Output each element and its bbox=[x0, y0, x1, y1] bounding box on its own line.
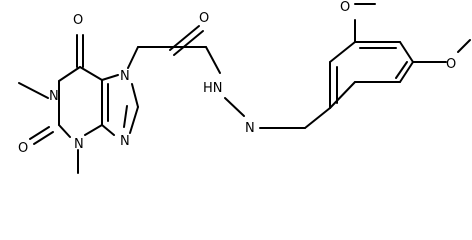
atom-o-methoxy-right: O bbox=[446, 57, 456, 72]
atom-o-ring-bottom: O bbox=[18, 141, 28, 156]
atom-n1: N bbox=[49, 89, 59, 104]
atom-n3: N bbox=[74, 137, 84, 152]
atom-n-imine: N bbox=[245, 121, 255, 136]
atom-n7: N bbox=[120, 69, 130, 84]
atom-nh: HN bbox=[203, 81, 223, 96]
atom-o-methoxy-top: O bbox=[340, 0, 350, 15]
atom-labels: O N O N N N O HN N O O bbox=[18, 0, 456, 156]
atom-o-amide: O bbox=[199, 11, 209, 26]
atom-o-ring-top: O bbox=[73, 13, 83, 28]
chemical-structure: O N O N N N O HN N O O bbox=[18, 0, 471, 174]
bond-lines bbox=[18, 3, 471, 174]
atom-n9: N bbox=[120, 134, 130, 149]
